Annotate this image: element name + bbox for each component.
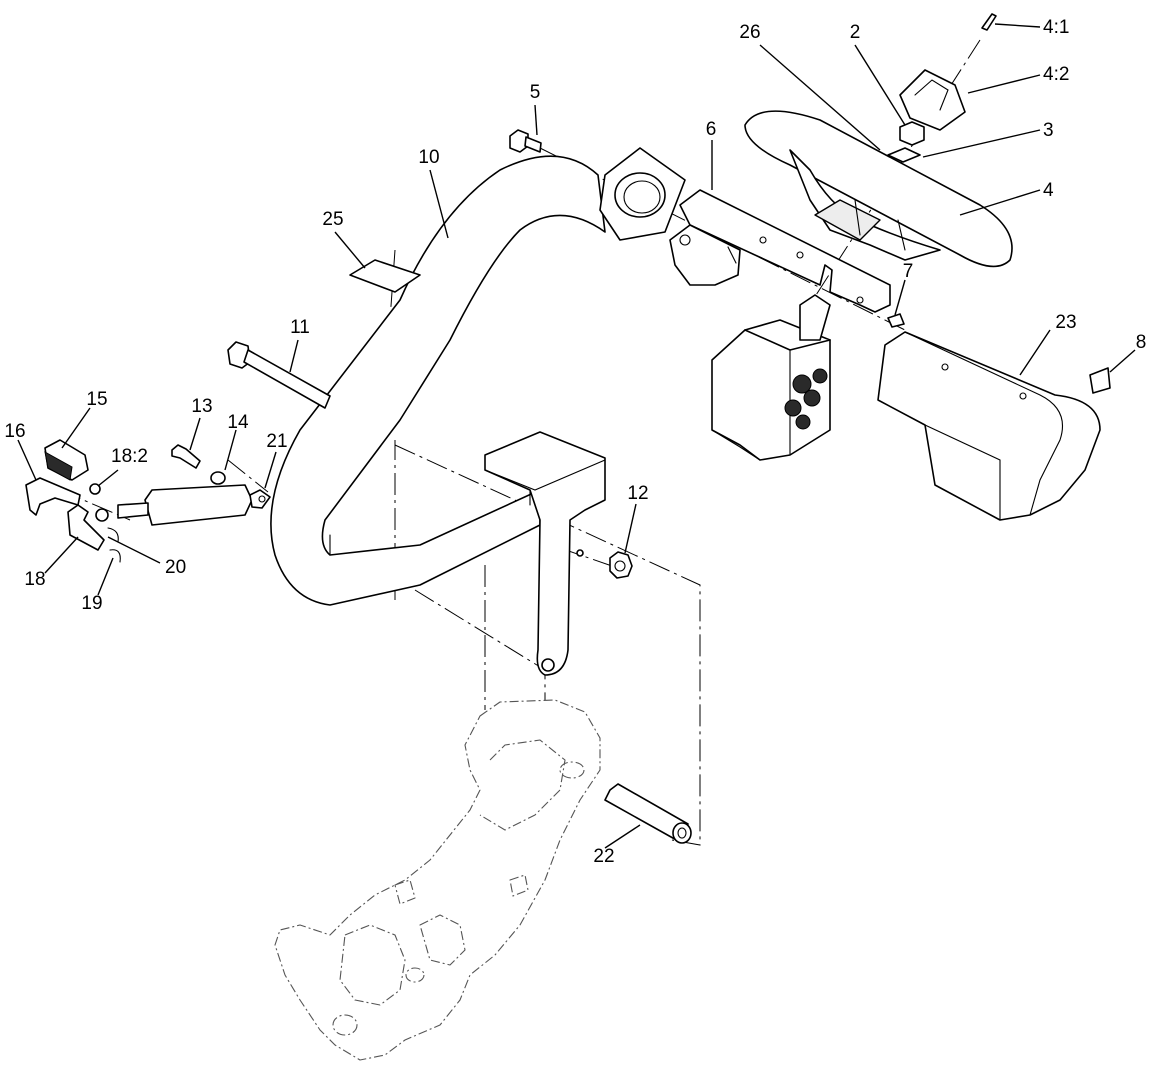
- e-clip: [107, 527, 119, 543]
- small-bolt: [171, 444, 201, 469]
- callout-18-2: 18:2: [111, 446, 148, 467]
- flange-nut: [609, 551, 633, 579]
- callout-23: 23: [1055, 312, 1076, 333]
- callout-8: 8: [1136, 332, 1147, 353]
- callout-5: 5: [530, 82, 541, 103]
- gas-spring: [117, 484, 271, 526]
- callout-13: 13: [191, 396, 212, 417]
- retaining-ring: [109, 549, 121, 563]
- callout-15: 15: [86, 389, 107, 410]
- bushing: [604, 783, 692, 844]
- callout-14: 14: [227, 412, 249, 433]
- callout-4: 4: [1043, 180, 1054, 201]
- callout-2: 2: [850, 22, 861, 43]
- frame-ghost: [274, 699, 601, 1061]
- callout-16: 16: [4, 421, 25, 442]
- tilt-knob: [44, 439, 89, 481]
- steering-tower-tube: [270, 155, 606, 606]
- long-bolt: [227, 341, 331, 409]
- callout-20: 20: [165, 557, 186, 578]
- callout-3: 3: [1043, 120, 1054, 141]
- wheel-washer: [887, 147, 921, 163]
- wheel-nut: [899, 121, 925, 146]
- callout-21: 21: [266, 431, 287, 452]
- steering-wheel: [744, 110, 1013, 268]
- bolt: [509, 129, 542, 153]
- steering-cap: [899, 69, 966, 131]
- steering-valve: [711, 294, 831, 461]
- tower-bracket-arm: [484, 431, 606, 676]
- callout-26: 26: [739, 22, 760, 43]
- callout-labels: 2 26 4:1 4:2 3 4 5 6 10 25 7 23 8 11 15 …: [4, 17, 1146, 867]
- decal: [349, 259, 421, 293]
- lock-nut: [95, 508, 109, 522]
- cap-screw: [981, 13, 997, 31]
- callout-19: 19: [81, 593, 102, 614]
- steering-mount-bracket: [669, 189, 891, 313]
- washer: [210, 471, 226, 485]
- steering-shroud: [877, 331, 1101, 521]
- leader-lines: [17, 23, 1136, 849]
- callout-11: 11: [290, 317, 310, 338]
- tilt-lever: [25, 477, 81, 516]
- retaining-pin: [887, 313, 905, 328]
- callout-22: 22: [593, 846, 614, 867]
- callout-10: 10: [418, 147, 439, 168]
- callout-4-2: 4:2: [1043, 64, 1069, 85]
- tube-clamp-flange: [599, 147, 686, 241]
- callout-12: 12: [627, 483, 648, 504]
- callout-18: 18: [24, 569, 45, 590]
- callout-4-1: 4:1: [1043, 17, 1069, 38]
- hex-nut: [89, 483, 101, 495]
- clip: [1089, 367, 1111, 394]
- callout-25: 25: [322, 209, 343, 230]
- callout-6: 6: [706, 119, 717, 140]
- callout-7: 7: [903, 261, 914, 282]
